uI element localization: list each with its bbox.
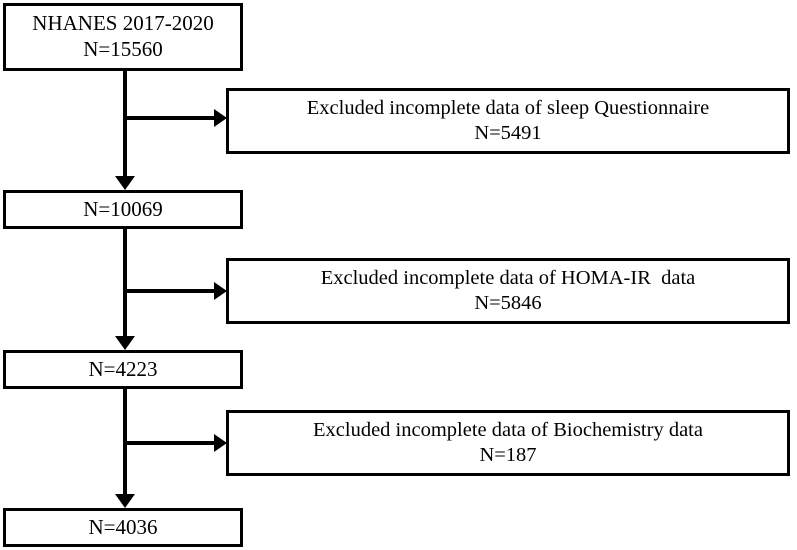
node-exclusion-sleep-questionnaire-label: Excluded incomplete data of sleep Questi… (306, 97, 710, 119)
node-remaining-after-homa-ir-count: N=4223 (88, 356, 158, 381)
connector-vertical-stage-2 (123, 228, 127, 343)
arrow-down-icon-stage-1 (115, 176, 135, 190)
connector-horizontal-stage-2 (125, 289, 222, 293)
connector-horizontal-stage-1 (125, 116, 222, 120)
node-remaining-after-homa-ir: N=4223 (3, 350, 243, 389)
arrow-right-icon-stage-1 (214, 109, 227, 127)
node-exclusion-biochemistry: Excluded incomplete data of Biochemistry… (226, 410, 790, 476)
arrow-down-icon-stage-3 (115, 494, 135, 508)
node-source-population: NHANES 2017-2020 N=15560 (3, 3, 243, 71)
node-exclusion-sleep-questionnaire-count: N=5491 (474, 122, 542, 144)
arrow-right-icon-stage-2 (214, 282, 227, 300)
node-source-population-label: NHANES 2017-2020 (32, 11, 214, 36)
node-exclusion-biochemistry-count: N=187 (479, 444, 537, 466)
node-remaining-after-sleep-questionnaire-count: N=10069 (83, 196, 163, 221)
node-exclusion-homa-ir: Excluded incomplete data of HOMA-IR data… (226, 258, 790, 324)
node-exclusion-biochemistry-label: Excluded incomplete data of Biochemistry… (313, 419, 703, 441)
connector-horizontal-stage-3 (125, 441, 222, 445)
node-exclusion-sleep-questionnaire: Excluded incomplete data of sleep Questi… (226, 88, 790, 154)
node-final-analytic-sample-count: N=4036 (88, 514, 158, 539)
node-exclusion-homa-ir-label: Excluded incomplete data of HOMA-IR data (320, 267, 696, 289)
arrow-down-icon-stage-2 (115, 336, 135, 350)
node-remaining-after-sleep-questionnaire: N=10069 (3, 190, 243, 229)
node-exclusion-homa-ir-count: N=5846 (474, 292, 542, 314)
connector-vertical-stage-1 (123, 71, 127, 183)
arrow-right-icon-stage-3 (214, 434, 227, 452)
node-source-population-count: N=15560 (83, 37, 163, 61)
node-final-analytic-sample: N=4036 (3, 508, 243, 547)
